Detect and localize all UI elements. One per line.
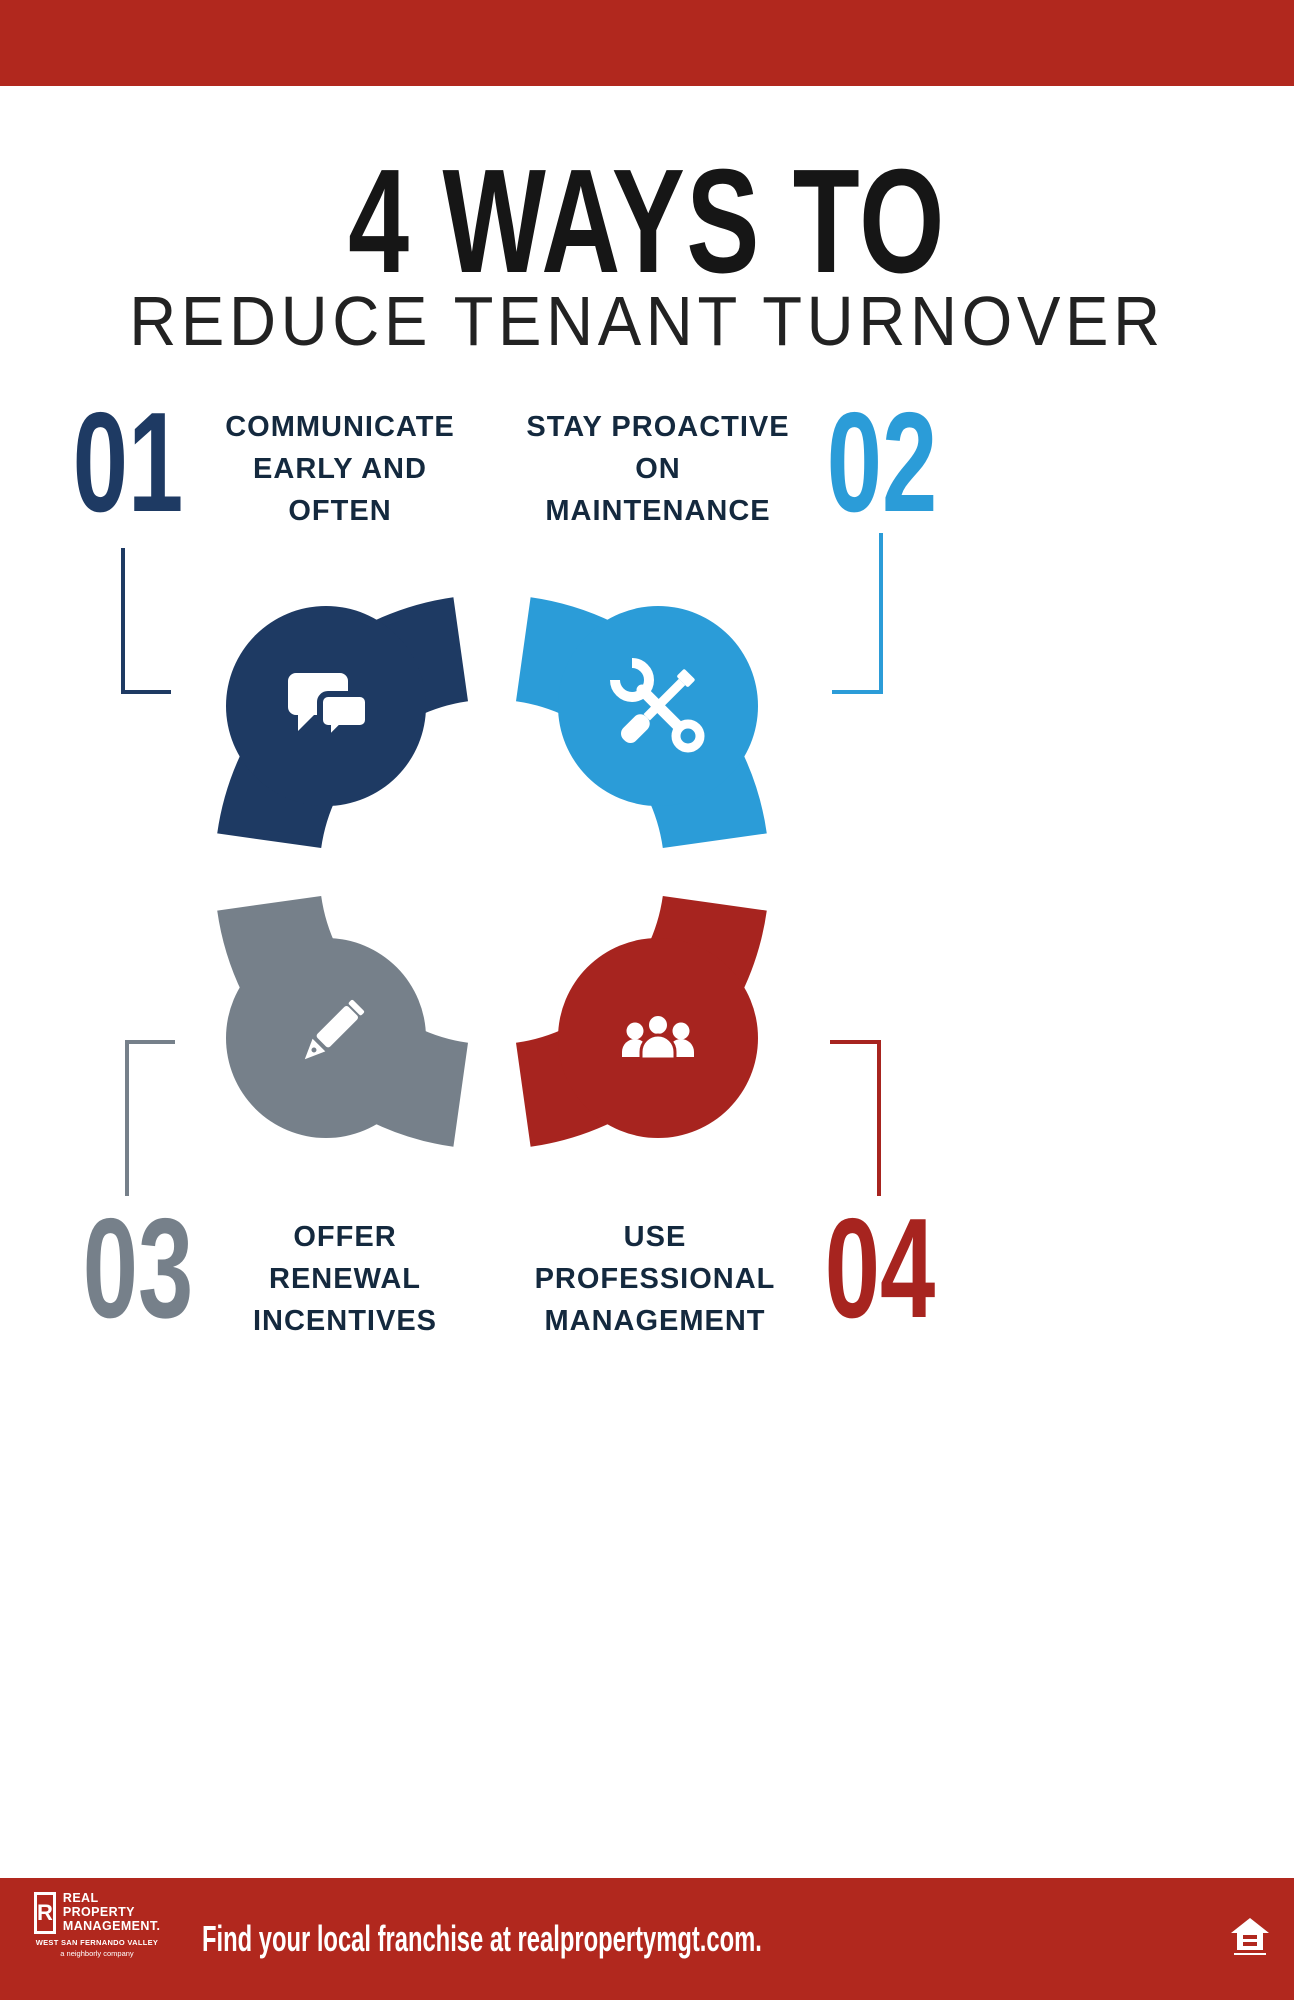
cycle-diagram bbox=[217, 597, 767, 1147]
poster-subtitle: REDUCE TENANT TURNOVER bbox=[129, 282, 1165, 360]
step-label-04: USE PROFESSIONAL MANAGEMENT bbox=[534, 1221, 776, 1337]
step-label-02: STAY PROACTIVE ON MAINTENANCE bbox=[526, 411, 790, 527]
rpm-logo-name-line3: MANAGEMENT. bbox=[62, 1918, 161, 1933]
tools-icon bbox=[610, 658, 705, 753]
connector-line-04 bbox=[830, 1040, 881, 1196]
connector-line-01 bbox=[121, 548, 171, 694]
pen-body bbox=[316, 1006, 358, 1048]
nut-ring bbox=[671, 719, 705, 753]
connector-line-03 bbox=[125, 1040, 175, 1196]
step-label-01: COMMUNICATE EARLY AND OFTEN bbox=[225, 411, 455, 527]
equal-housing-icon bbox=[1231, 1918, 1269, 1955]
people-icon bbox=[622, 1013, 694, 1061]
rpm-logo-name: REAL PROPERTY MANAGEMENT. bbox=[63, 1892, 160, 1933]
poster-title: 4 WAYS TO bbox=[348, 139, 946, 304]
step-number-03: 03 bbox=[82, 1189, 194, 1348]
rpm-logo: R REAL PROPERTY MANAGEMENT. WEST SAN FER… bbox=[34, 1892, 160, 1958]
rpm-logo-name-line1: REAL bbox=[62, 1891, 99, 1906]
pen-nib-hole bbox=[311, 1047, 317, 1053]
rpm-logo-tagline: a neighborly company bbox=[60, 1949, 134, 1958]
chat-bubble-front bbox=[317, 691, 371, 748]
step-number-02: 02 bbox=[826, 383, 938, 542]
screwdriver bbox=[621, 669, 695, 743]
rpm-logo-mark: R bbox=[34, 1892, 56, 1934]
person-right-head bbox=[672, 1022, 690, 1040]
rpm-logo-region: WEST SAN FERNANDO VALLEY bbox=[35, 1938, 159, 1947]
connector-line-02 bbox=[832, 533, 883, 694]
step-label-03: OFFER RENEWAL INCENTIVES bbox=[252, 1221, 438, 1337]
person-left-head bbox=[626, 1022, 644, 1040]
rpm-logo-name-line2: PROPERTY bbox=[62, 1905, 135, 1920]
chat-bubbles-icon bbox=[288, 673, 371, 748]
top-banner bbox=[0, 0, 1294, 86]
footer-cta-text: Find your local franchise at realpropert… bbox=[202, 1918, 762, 1959]
footer-banner: R REAL PROPERTY MANAGEMENT. WEST SAN FER… bbox=[0, 1878, 1294, 2000]
pen-icon bbox=[304, 999, 365, 1060]
step-number-04: 04 bbox=[824, 1189, 936, 1348]
step-number-01: 01 bbox=[72, 383, 184, 542]
pen-cap bbox=[348, 999, 365, 1016]
person-center bbox=[639, 1013, 677, 1061]
